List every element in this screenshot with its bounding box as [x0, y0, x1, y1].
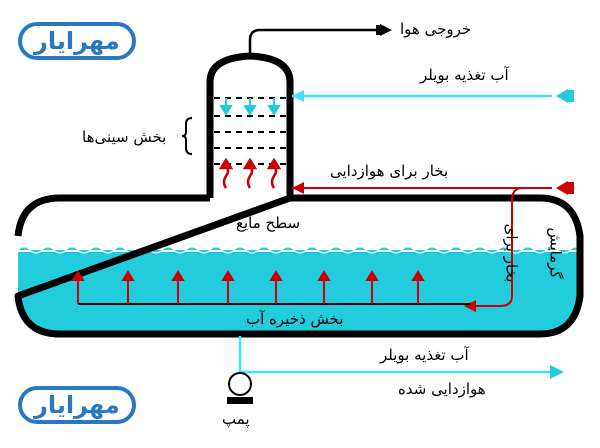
pump-label: پمپ: [222, 410, 250, 428]
heating-steam-label-2: گرمایش: [546, 227, 565, 279]
heating-steam-label-1: بخار برای: [502, 223, 521, 283]
feedwater-out-arrow: [550, 365, 564, 379]
storage-vessel: [14, 194, 584, 338]
liquid-level-label: سطح مایع: [236, 214, 301, 232]
air-outlet-arrow: [380, 24, 392, 36]
deaeration-steam-label: بخار برای هوازدایی: [330, 162, 449, 180]
storage-section-label: بخش ذخیره آب: [246, 310, 344, 328]
deaeration-steam-arrow: [556, 181, 568, 195]
feedwater-out-label-2: هوازدایی شده: [398, 380, 486, 398]
air-outlet-label: خروجی هوا: [400, 20, 472, 38]
feedwater-out-label-1: آب تغذیه بویلر: [380, 346, 469, 364]
steam-column-arrows: [218, 157, 282, 189]
tray-section-brace: [181, 117, 193, 155]
watermark-logo-bottom: مهرایار: [18, 386, 136, 424]
heating-steam-line: [472, 187, 521, 307]
water-spray-arrows: [219, 98, 281, 116]
tray-section-label: بخش سینی‌ها: [82, 128, 167, 146]
feedwater-in-arrow: [556, 89, 568, 103]
watermark-logo-top: مهرایار: [18, 22, 136, 60]
air-outlet-pipe: [248, 28, 380, 56]
pump-symbol: [227, 372, 253, 404]
sparger-arrows: [71, 270, 425, 304]
feedwater-in-label: آب تغذیه بویلر: [420, 66, 509, 84]
